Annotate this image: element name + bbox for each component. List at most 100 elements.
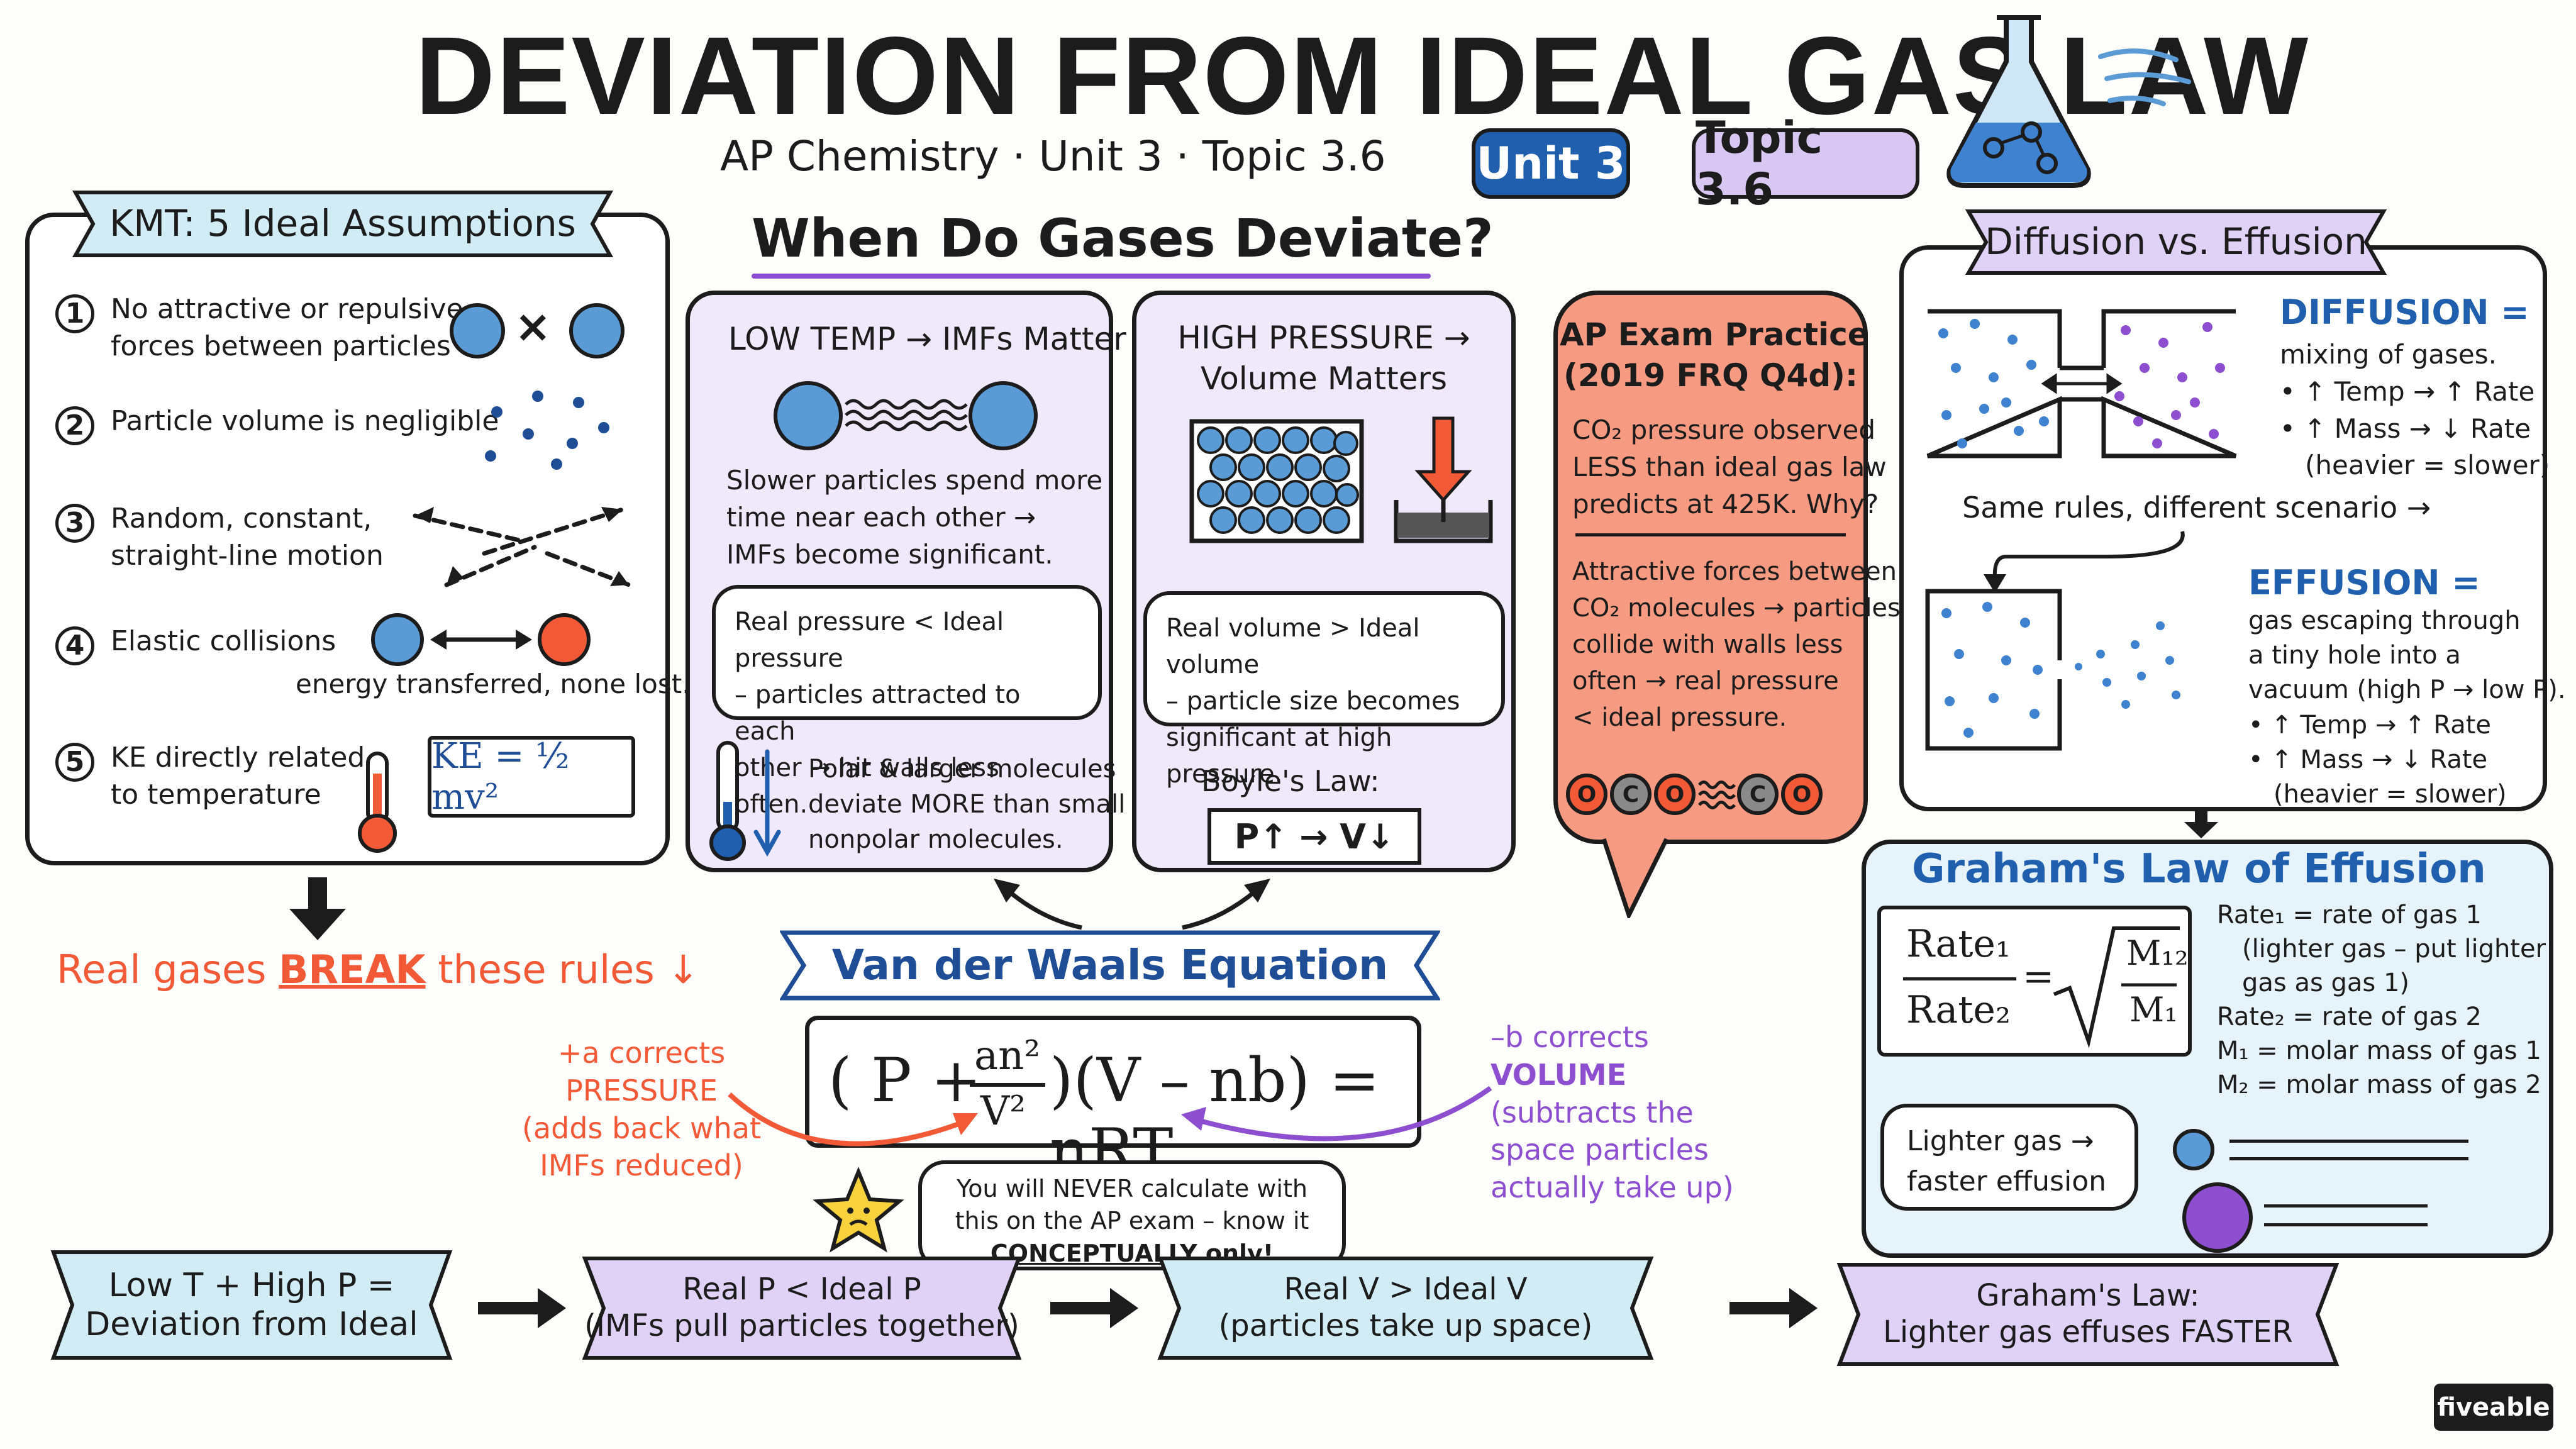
graham-def-line: gas as gas 1) [2242, 969, 2410, 997]
flow-step-2-line: (IMFs pull particles together) [584, 1308, 1019, 1343]
kmt-title-ribbon: KMT: 5 Ideal Assumptions [57, 189, 629, 259]
break-rules-text: Real gases BREAK these rules ↓ [57, 947, 699, 992]
star-note-line: You will NEVER calculate with [957, 1175, 1307, 1202]
graham-frac-bar [1903, 977, 2016, 980]
graham-bubble: Lighter gas → faster effusion [1880, 1104, 2138, 1211]
ap-exam-answer-line: often → real pressure [1572, 667, 1839, 696]
high-pressure-panel [1132, 291, 1516, 872]
curved-arrows-icon [994, 879, 1270, 930]
piston-icon [1394, 416, 1493, 543]
flow-step-1-line: Low T + High P = [108, 1266, 395, 1304]
graham-def-line: M₂ = molar mass of gas 2 [2217, 1070, 2541, 1099]
kmt-item-5-line1: KE directly related [111, 741, 365, 774]
flow-step-3-line: Real V > Ideal V [1284, 1272, 1528, 1307]
graham-def-line: (lighter gas – put lighter [2242, 935, 2546, 963]
diffusion-line: • ↑ Mass → ↓ Rate [2280, 413, 2531, 444]
ap-exam-answer-line: < ideal pressure. [1572, 703, 1787, 732]
flow-arrow-icon [478, 1288, 566, 1328]
fiveable-logo: fiveable [2434, 1384, 2553, 1431]
boyle-formula-box: P↑ → V↓ [1208, 808, 1421, 865]
diffusion-line: (heavier = slower) [2305, 450, 2550, 481]
break-rules-text-c: these rules ↓ [425, 947, 700, 992]
ap-exam-answer-line: CO₂ molecules → particles [1572, 594, 1901, 623]
high-pressure-bubble-line: Real volume > Ideal volume [1166, 614, 1420, 679]
low-temp-note: Polar & larger molecules deviate MORE th… [808, 752, 1125, 857]
fiveable-logo-text: fiveable [2437, 1392, 2550, 1422]
diffusion-line: mixing of gases. [2280, 339, 2497, 370]
scattered-particles-icon [485, 391, 609, 470]
high-pressure-title-line2: Volume Matters [1200, 360, 1448, 397]
graham-bubble-line: faster effusion [1907, 1165, 2107, 1197]
effusion-line: a tiny hole into a [2248, 641, 2461, 670]
ap-exam-answer-line: collide with walls less [1572, 630, 1843, 659]
low-temp-note-line: nonpolar molecules. [808, 825, 1063, 854]
kmt-num-1: 1 [55, 294, 94, 333]
kmt-item-2-line1: Particle volume is negligible [111, 405, 499, 437]
low-temp-bubble-line: – particles attracted to each [735, 680, 1021, 746]
deviate-title: When Do Gases Deviate? [752, 208, 1494, 269]
thermometer-icon [358, 752, 397, 853]
high-pressure-title-line1: HIGH PRESSURE → [1177, 319, 1470, 356]
speed-line [2229, 1157, 2468, 1160]
random-motion-arrows-icon [413, 507, 631, 587]
ap-exam-question-line: CO₂ pressure observed [1572, 414, 1876, 445]
flow-step-3-line: (particles take up space) [1218, 1308, 1593, 1343]
vdw-title-ribbon: Van der Waals Equation [780, 928, 1440, 1003]
graham-rate2: Rate₂ [1906, 988, 2011, 1032]
particle-ball [450, 303, 505, 358]
diffusion-line: • ↑ Temp → ↑ Rate [2280, 375, 2535, 407]
heavy-gas-ball [2182, 1182, 2253, 1253]
unit-badge: Unit 3 [1472, 128, 1630, 199]
imf-wave-icon [1698, 780, 1736, 809]
high-pressure-bubble: Real volume > Ideal volume – particle si… [1143, 591, 1505, 789]
graham-equals: = [2023, 955, 2055, 999]
effusion-line: gas escaping through [2248, 606, 2521, 635]
page-subtitle: AP Chemistry · Unit 3 · Topic 3.6 [720, 132, 1386, 180]
graham-m2: M₁₂ [2126, 933, 2189, 973]
light-gas-ball [2173, 1129, 2214, 1170]
ap-exam-question: CO₂ pressure observed LESS than ideal ga… [1572, 412, 1887, 523]
kmt-num-4: 4 [55, 626, 94, 665]
same-rules-text: Same rules, different scenario → [1962, 491, 2431, 525]
co2-molecules: O C O C O [1566, 769, 1862, 819]
graham-title: Graham's Law of Effusion [1912, 846, 2486, 892]
ap-exam-question-line: LESS than ideal gas law [1572, 451, 1887, 482]
low-temp-bubble: Real pressure < Ideal pressure – particl… [712, 585, 1102, 819]
flow-step-1: Low T + High P = Deviation from Ideal [50, 1248, 453, 1362]
boyle-label: Boyle's Law: [1201, 764, 1380, 798]
kmt-item-3: 3 Random, constant,straight-line motion [55, 500, 384, 575]
graham-m1: M₁ [2129, 990, 2178, 1030]
star-note-line: this on the AP exam – know it [955, 1207, 1309, 1235]
graham-def-line: M₁ = molar mass of gas 1 [2217, 1036, 2541, 1065]
kmt-item-3-line1: Random, constant, [111, 502, 372, 535]
graham-def-line: Rate₂ = rate of gas 2 [2217, 1002, 2482, 1031]
flow-step-4-line: Graham's Law: [1976, 1278, 2200, 1314]
compressed-particles-icon [1189, 419, 1364, 543]
kmt-item-4-line1: Elastic collisions [111, 625, 336, 657]
flow-step-4: Graham's Law: Lighter gas effuses FASTER [1836, 1261, 2340, 1368]
ap-exam-answer: Attractive forces between CO₂ molecules … [1572, 553, 1901, 736]
down-arrow-icon [2184, 808, 2218, 838]
flow-step-2: Real P < Ideal P (IMFs pull particles to… [582, 1255, 1022, 1362]
graham-def-line: Rate₁ = rate of gas 1 [2217, 901, 2482, 930]
low-temp-body-line: IMFs become significant. [726, 538, 1053, 570]
ap-exam-panel [1553, 291, 1868, 844]
flow-step-1-line: Deviation from Ideal [85, 1306, 418, 1343]
graham-defs: Rate₁ = rate of gas 1 (lighter gas – put… [2217, 898, 2546, 1102]
effusion-head: EFFUSION = [2248, 563, 2480, 602]
flow-step-4-line: Lighter gas effuses FASTER [1883, 1314, 2293, 1350]
times-symbol: × [514, 301, 552, 352]
high-pressure-bubble-line: – particle size becomes [1166, 687, 1460, 716]
diffusion-chambers-icon [1926, 309, 2237, 458]
particle-ball [538, 613, 591, 666]
vdw-title: Van der Waals Equation [831, 941, 1389, 990]
curved-arrow-icon [1984, 531, 2185, 593]
oxygen-atom: O [1654, 774, 1696, 815]
kmt-num-2: 2 [55, 406, 94, 445]
low-temp-title: LOW TEMP → IMFs Matter [728, 321, 1126, 357]
low-temp-body: Slower particles spend more time near ea… [726, 462, 1102, 573]
a-correction-note: +a corrects PRESSURE (adds back what IMF… [522, 1035, 761, 1185]
vdw-frac-bar [970, 1083, 1045, 1087]
break-rules-text-b: BREAK [279, 947, 426, 992]
